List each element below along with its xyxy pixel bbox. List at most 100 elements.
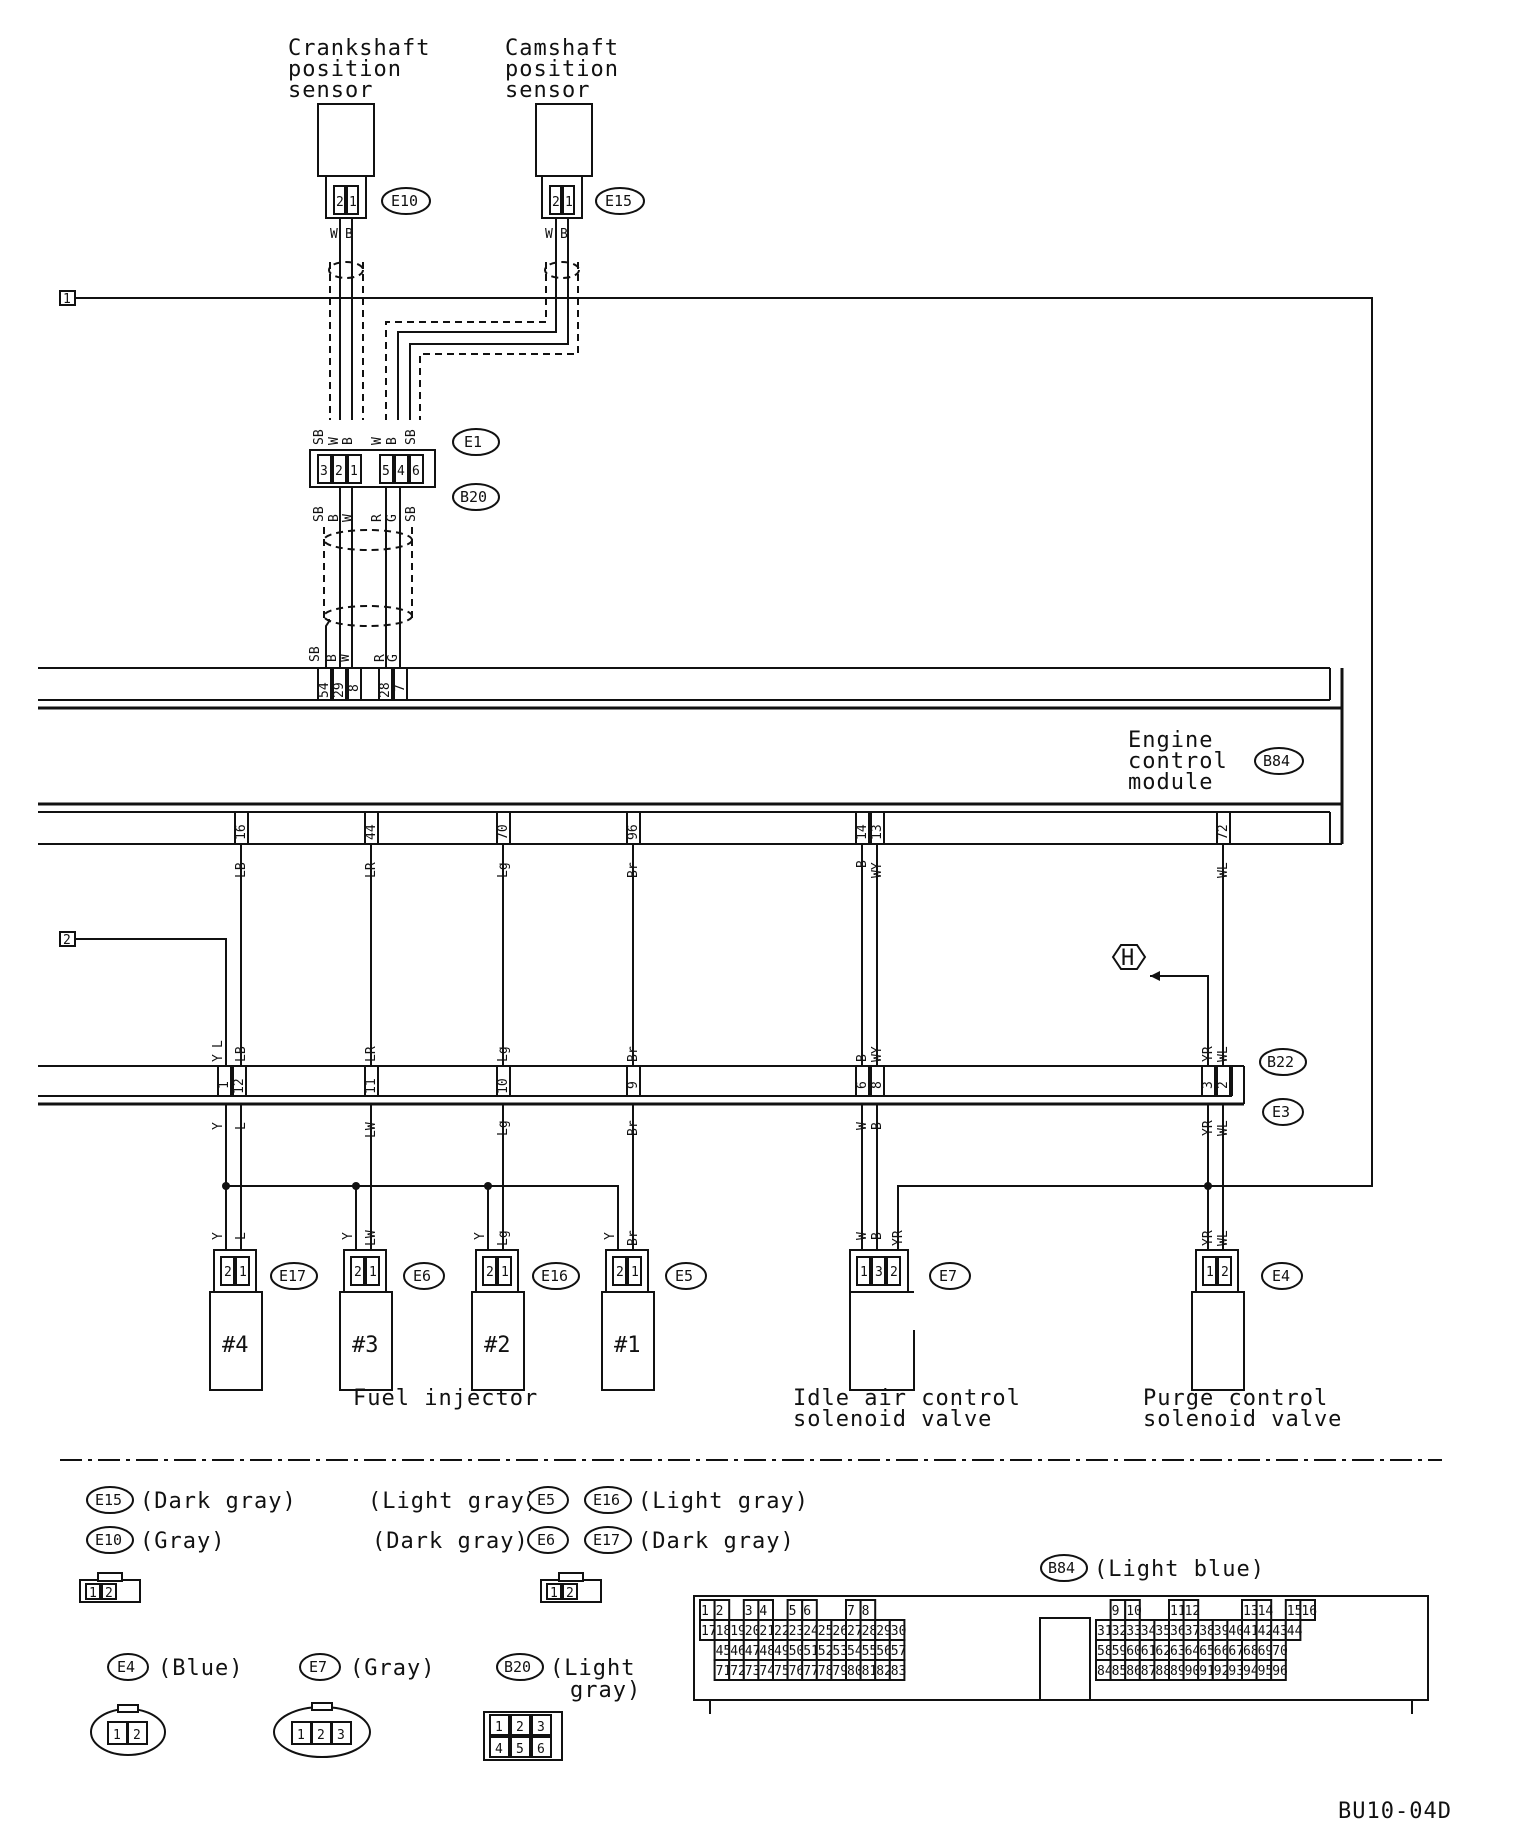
svg-text:B: B <box>385 437 400 445</box>
ecm-pin-number: 66 <box>1214 1644 1230 1659</box>
svg-text:B84: B84 <box>1263 752 1290 770</box>
connector-e15-label: E15 <box>605 192 632 210</box>
svg-text:Crankshaft: Crankshaft <box>288 36 430 61</box>
ecm-pin-number: 19 <box>730 1624 746 1639</box>
ecm-pin-number: 15 <box>1287 1604 1303 1619</box>
svg-text:3: 3 <box>537 1720 545 1735</box>
svg-text:YR: YR <box>1201 1046 1216 1062</box>
svg-text:6: 6 <box>855 1081 870 1089</box>
svg-text:1: 1 <box>550 1586 558 1601</box>
svg-text:B: B <box>341 437 356 445</box>
connector-e10-label: E10 <box>391 192 418 210</box>
svg-text:44: 44 <box>364 824 379 840</box>
ecm-pin-number: 75 <box>774 1664 790 1679</box>
ecm-pin-number: 25 <box>818 1624 834 1639</box>
ecm-pin-number: 11 <box>1170 1604 1186 1619</box>
ecm-pin-number: 41 <box>1243 1624 1259 1639</box>
ecm-pin-number: 68 <box>1243 1644 1259 1659</box>
svg-text:1: 1 <box>63 292 71 307</box>
ecm-pin-number: 5 <box>789 1604 797 1619</box>
svg-text:R: R <box>373 654 388 662</box>
svg-text:L: L <box>211 1040 226 1048</box>
svg-text:E15: E15 <box>95 1491 122 1509</box>
svg-text:R: R <box>370 514 385 522</box>
svg-text:1: 1 <box>239 1265 247 1280</box>
svg-text:1: 1 <box>501 1265 509 1280</box>
ecm-pin-number: 26 <box>832 1624 848 1639</box>
svg-text:#1: #1 <box>614 1333 641 1358</box>
ecm-pin-number: 4 <box>759 1604 767 1619</box>
svg-text:(Dark gray): (Dark gray) <box>140 1489 297 1514</box>
svg-text:1: 1 <box>1206 1265 1214 1280</box>
ecm-pin-number: 94 <box>1243 1664 1259 1679</box>
ecm-pin-number: 88 <box>1155 1664 1171 1679</box>
svg-text:position: position <box>505 57 619 82</box>
ecm-pin-number: 72 <box>730 1664 746 1679</box>
svg-text:(Light gray): (Light gray) <box>638 1489 809 1514</box>
ecm-pin-number: 16 <box>1301 1604 1317 1619</box>
svg-text:G: G <box>385 514 400 522</box>
svg-text:7: 7 <box>393 684 408 692</box>
svg-text:(Gray): (Gray) <box>350 1656 435 1681</box>
svg-text:Idle air control: Idle air control <box>793 1386 1021 1411</box>
ecm-pin-number: 12 <box>1185 1604 1201 1619</box>
ecm-pin-number: 8 <box>862 1604 870 1619</box>
svg-text:module: module <box>1128 770 1213 795</box>
svg-text:B20: B20 <box>460 488 487 506</box>
two-pin-connector-icon: 1 2 <box>79 1572 141 1603</box>
svg-text:E16: E16 <box>541 1267 568 1285</box>
svg-text:Y: Y <box>211 1054 226 1062</box>
svg-text:Lg: Lg <box>496 862 511 878</box>
ecm-pin-number: 76 <box>789 1664 805 1679</box>
ecm-pin-number: 58 <box>1097 1644 1113 1659</box>
svg-text:Y: Y <box>211 1122 226 1130</box>
svg-text:8: 8 <box>870 1081 885 1089</box>
ecm-pin-number: 32 <box>1112 1624 1128 1639</box>
svg-text:gray): gray) <box>570 1678 641 1703</box>
svg-text:B84: B84 <box>1048 1559 1075 1577</box>
svg-text:W: W <box>327 437 342 445</box>
svg-text:LR: LR <box>364 1046 379 1062</box>
svg-text:Camshaft: Camshaft <box>505 36 619 61</box>
fuel-injector-2: 2 1 #2 E16 <box>471 1249 580 1391</box>
purge-control-valve: 1 2 E4 Purge control solenoid valve <box>1143 1249 1341 1432</box>
svg-text:2: 2 <box>224 1265 232 1280</box>
ecm-pin-cell <box>1299 1599 1317 1621</box>
svg-text:12: 12 <box>232 1078 247 1094</box>
ecm-pin-number: 17 <box>701 1624 717 1639</box>
ecm-pin-number: 89 <box>1170 1664 1186 1679</box>
svg-text:(Blue): (Blue) <box>158 1656 243 1681</box>
svg-text:54: 54 <box>317 682 332 698</box>
ecm-pin-number: 78 <box>818 1664 834 1679</box>
svg-text:2: 2 <box>516 1720 524 1735</box>
fuel-injector-label: Fuel injector <box>353 1386 538 1411</box>
svg-text:B: B <box>327 514 342 522</box>
ecm-pin-number: 30 <box>891 1624 907 1639</box>
svg-text:control: control <box>1128 749 1228 774</box>
ecm-pin-number: 79 <box>832 1664 848 1679</box>
two-pin-connector-icon-2: 1 2 <box>540 1572 602 1603</box>
svg-text:G: G <box>386 654 401 662</box>
ecm-pin-number: 1 <box>701 1604 709 1619</box>
svg-text:1: 1 <box>217 1081 232 1089</box>
legend: E15 (Dark gray) E10 (Gray) (Light gray) … <box>79 1486 1429 1761</box>
engine-control-module: 54 29 8 28 7 Engine control module B84 1… <box>38 667 1344 845</box>
svg-text:SB: SB <box>404 429 419 445</box>
ecm-pin-number: 93 <box>1228 1664 1244 1679</box>
svg-text:E10: E10 <box>95 1531 122 1549</box>
svg-text:Purge control: Purge control <box>1143 1386 1328 1411</box>
svg-text:2: 2 <box>1216 1081 1231 1089</box>
ecm-pin-number: 22 <box>774 1624 790 1639</box>
idle-air-control-valve: 1 3 2 E7 Idle air control solenoid valve <box>793 1249 1021 1432</box>
svg-text:E5: E5 <box>537 1491 555 1509</box>
ecm-pin-number: 54 <box>847 1644 863 1659</box>
svg-text:solenoid valve: solenoid valve <box>793 1407 992 1432</box>
svg-text:5: 5 <box>382 464 390 479</box>
ecm-pin-number: 42 <box>1258 1624 1274 1639</box>
ecm-pin-number: 2 <box>716 1604 724 1619</box>
ecm-pin-number: 57 <box>891 1644 907 1659</box>
marker-2: 2 <box>59 931 227 1066</box>
svg-text:1: 1 <box>113 1728 121 1743</box>
